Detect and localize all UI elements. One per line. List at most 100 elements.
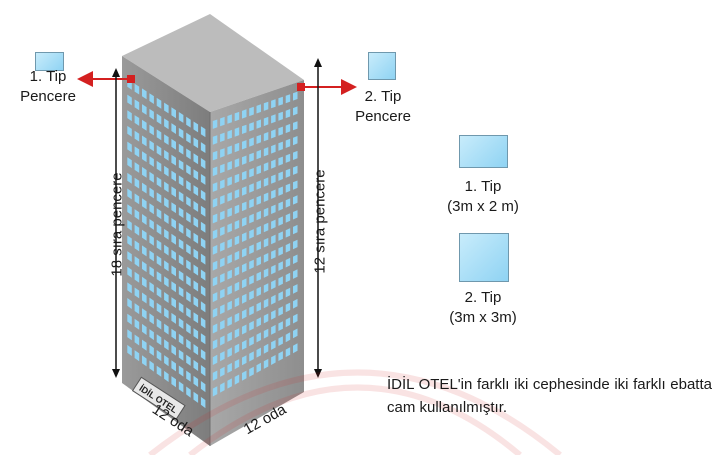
legend-type2-label: 2. Tip (3m x 3m) [423,288,543,328]
left-window [200,237,206,249]
right-window [234,173,240,184]
right-window [234,158,240,168]
left-type-swatch [35,52,64,71]
left-window [142,355,147,367]
left-window [193,264,199,276]
legend-type1-size: (3m x 2 m) [447,198,519,215]
left-window [200,269,206,281]
left-window [142,104,147,115]
left-window [193,153,199,165]
left-window [178,238,184,250]
right-window [278,351,283,361]
left-window [171,202,176,214]
left-window [193,200,199,212]
right-window [263,177,269,187]
right-window [249,320,254,331]
left-window [164,165,169,177]
right-window [212,307,218,318]
right-window [293,343,298,354]
left-window [186,323,191,335]
right-window [242,201,247,212]
right-window [234,328,240,339]
left-window [193,169,199,181]
left-window [156,286,162,298]
right-window [212,386,218,397]
left-window [134,83,140,95]
left-window [142,151,147,163]
right-window [256,195,261,205]
right-window [220,148,225,158]
right-window [278,216,283,226]
left-window [127,110,132,122]
right-window [212,166,218,177]
left-window [142,214,147,225]
left-window [134,303,140,315]
left-window-grid [127,79,206,409]
left-window [186,243,191,255]
right-window [256,225,261,236]
left-window [200,174,206,185]
right-window [234,127,240,137]
right-window [242,155,247,165]
right-window [220,273,225,283]
left-window [149,203,154,215]
left-window [149,108,154,120]
left-window [156,239,162,251]
left-window [178,207,184,218]
right-window [227,129,232,140]
left-window [142,198,147,210]
left-window [149,156,154,167]
left-window [149,219,154,230]
right-window [234,142,240,153]
right-window [249,275,254,285]
left-window [127,172,132,184]
right-window [220,335,225,346]
left-window [186,291,191,303]
left-window [142,88,147,100]
right-window [263,237,269,248]
right-window [227,207,232,218]
left-window [200,365,206,377]
right-window [263,313,269,324]
left-window [200,253,206,265]
left-window [149,187,154,199]
left-window [156,318,162,330]
right-window [278,306,283,316]
left-window [200,221,206,233]
right-window [256,180,261,190]
left-window [127,282,132,294]
left-window [164,260,169,272]
left-rows-label: 18 sıra pencere [108,172,126,277]
right-window [263,222,269,233]
left-window [127,157,132,169]
right-window [212,182,218,192]
left-window [193,328,199,340]
left-window [171,360,176,372]
right-window [249,229,254,239]
right-window [234,250,240,261]
left-window [149,93,154,104]
left-window [178,381,184,393]
right-window [220,257,225,268]
left-window [142,323,147,335]
left-window [127,94,132,106]
left-window [186,132,191,144]
right-window [234,204,240,215]
right-window [285,272,291,283]
right-window [285,228,291,238]
right-window [271,294,276,305]
left-window [149,313,154,325]
left-window [200,205,206,217]
left-window [134,334,140,346]
right-window [271,99,276,109]
right-window [293,210,298,220]
left-window [171,138,176,150]
left-window [156,223,162,235]
right-window [263,268,269,278]
right-window [242,170,247,181]
left-window [149,234,154,246]
right-window [278,96,283,106]
right-window [249,106,254,117]
left-window [156,350,162,362]
